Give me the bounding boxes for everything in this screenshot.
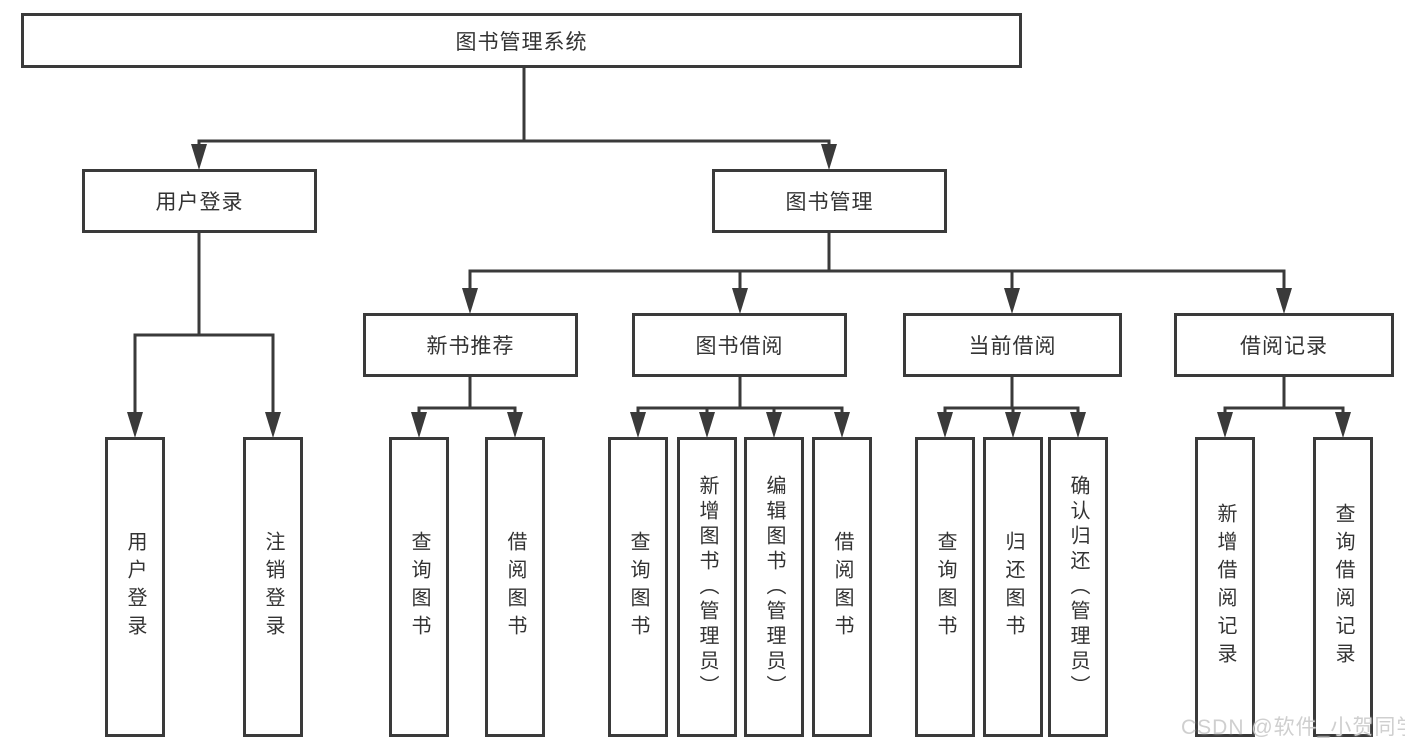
node-book-management: 图书管理	[712, 169, 947, 233]
leaf-label: 借阅图书	[831, 531, 853, 643]
leaf-label: 查询图书	[934, 531, 956, 643]
node-leaf-edit-book-admin: 编辑图书（管理员）	[744, 437, 804, 737]
node-borrowing-records: 借阅记录	[1174, 313, 1394, 377]
node-leaf-user-login: 用户登录	[105, 437, 165, 737]
leaf-label: 新增图书（管理员）	[696, 474, 718, 700]
node-current-borrowing-label: 当前借阅	[968, 335, 1057, 358]
leaf-label: 编辑图书（管理员）	[763, 474, 785, 700]
leaf-label: 确认归还（管理员）	[1067, 474, 1089, 700]
node-book-borrowing: 图书借阅	[632, 313, 847, 377]
node-leaf-query-books-borrowing: 查询图书	[608, 437, 668, 737]
leaf-label: 查询图书	[408, 531, 430, 643]
leaf-label: 注销登录	[262, 531, 284, 643]
node-leaf-add-book-admin: 新增图书（管理员）	[677, 437, 737, 737]
leaf-label: 新增借阅记录	[1214, 503, 1236, 671]
node-book-management-label: 图书管理	[785, 191, 874, 214]
node-leaf-confirm-return-admin: 确认归还（管理员）	[1048, 437, 1108, 737]
node-new-book-recommend-label: 新书推荐	[426, 335, 515, 358]
leaf-label: 查询图书	[627, 531, 649, 643]
leaf-label: 查询借阅记录	[1332, 503, 1354, 671]
leaf-label: 归还图书	[1002, 531, 1024, 643]
leaf-label: 借阅图书	[504, 531, 526, 643]
node-leaf-logout: 注销登录	[243, 437, 303, 737]
node-leaf-borrow-books-borrowing: 借阅图书	[812, 437, 872, 737]
node-root: 图书管理系统	[21, 13, 1022, 68]
node-user-login-label: 用户登录	[155, 191, 244, 214]
leaf-label: 用户登录	[124, 531, 146, 643]
node-leaf-query-books-recommend: 查询图书	[389, 437, 449, 737]
node-root-label: 图书管理系统	[455, 30, 588, 54]
node-user-login: 用户登录	[82, 169, 317, 233]
node-leaf-query-books-current: 查询图书	[915, 437, 975, 737]
node-leaf-query-borrow-record: 查询借阅记录	[1313, 437, 1373, 737]
node-leaf-add-borrow-record: 新增借阅记录	[1195, 437, 1255, 737]
node-leaf-return-book: 归还图书	[983, 437, 1043, 737]
node-current-borrowing: 当前借阅	[903, 313, 1122, 377]
node-new-book-recommend: 新书推荐	[363, 313, 578, 377]
node-leaf-borrow-books-recommend: 借阅图书	[485, 437, 545, 737]
node-book-borrowing-label: 图书借阅	[695, 335, 784, 358]
watermark: CSDN @软件_小贺同学	[1181, 716, 1405, 739]
node-borrowing-records-label: 借阅记录	[1240, 335, 1328, 358]
